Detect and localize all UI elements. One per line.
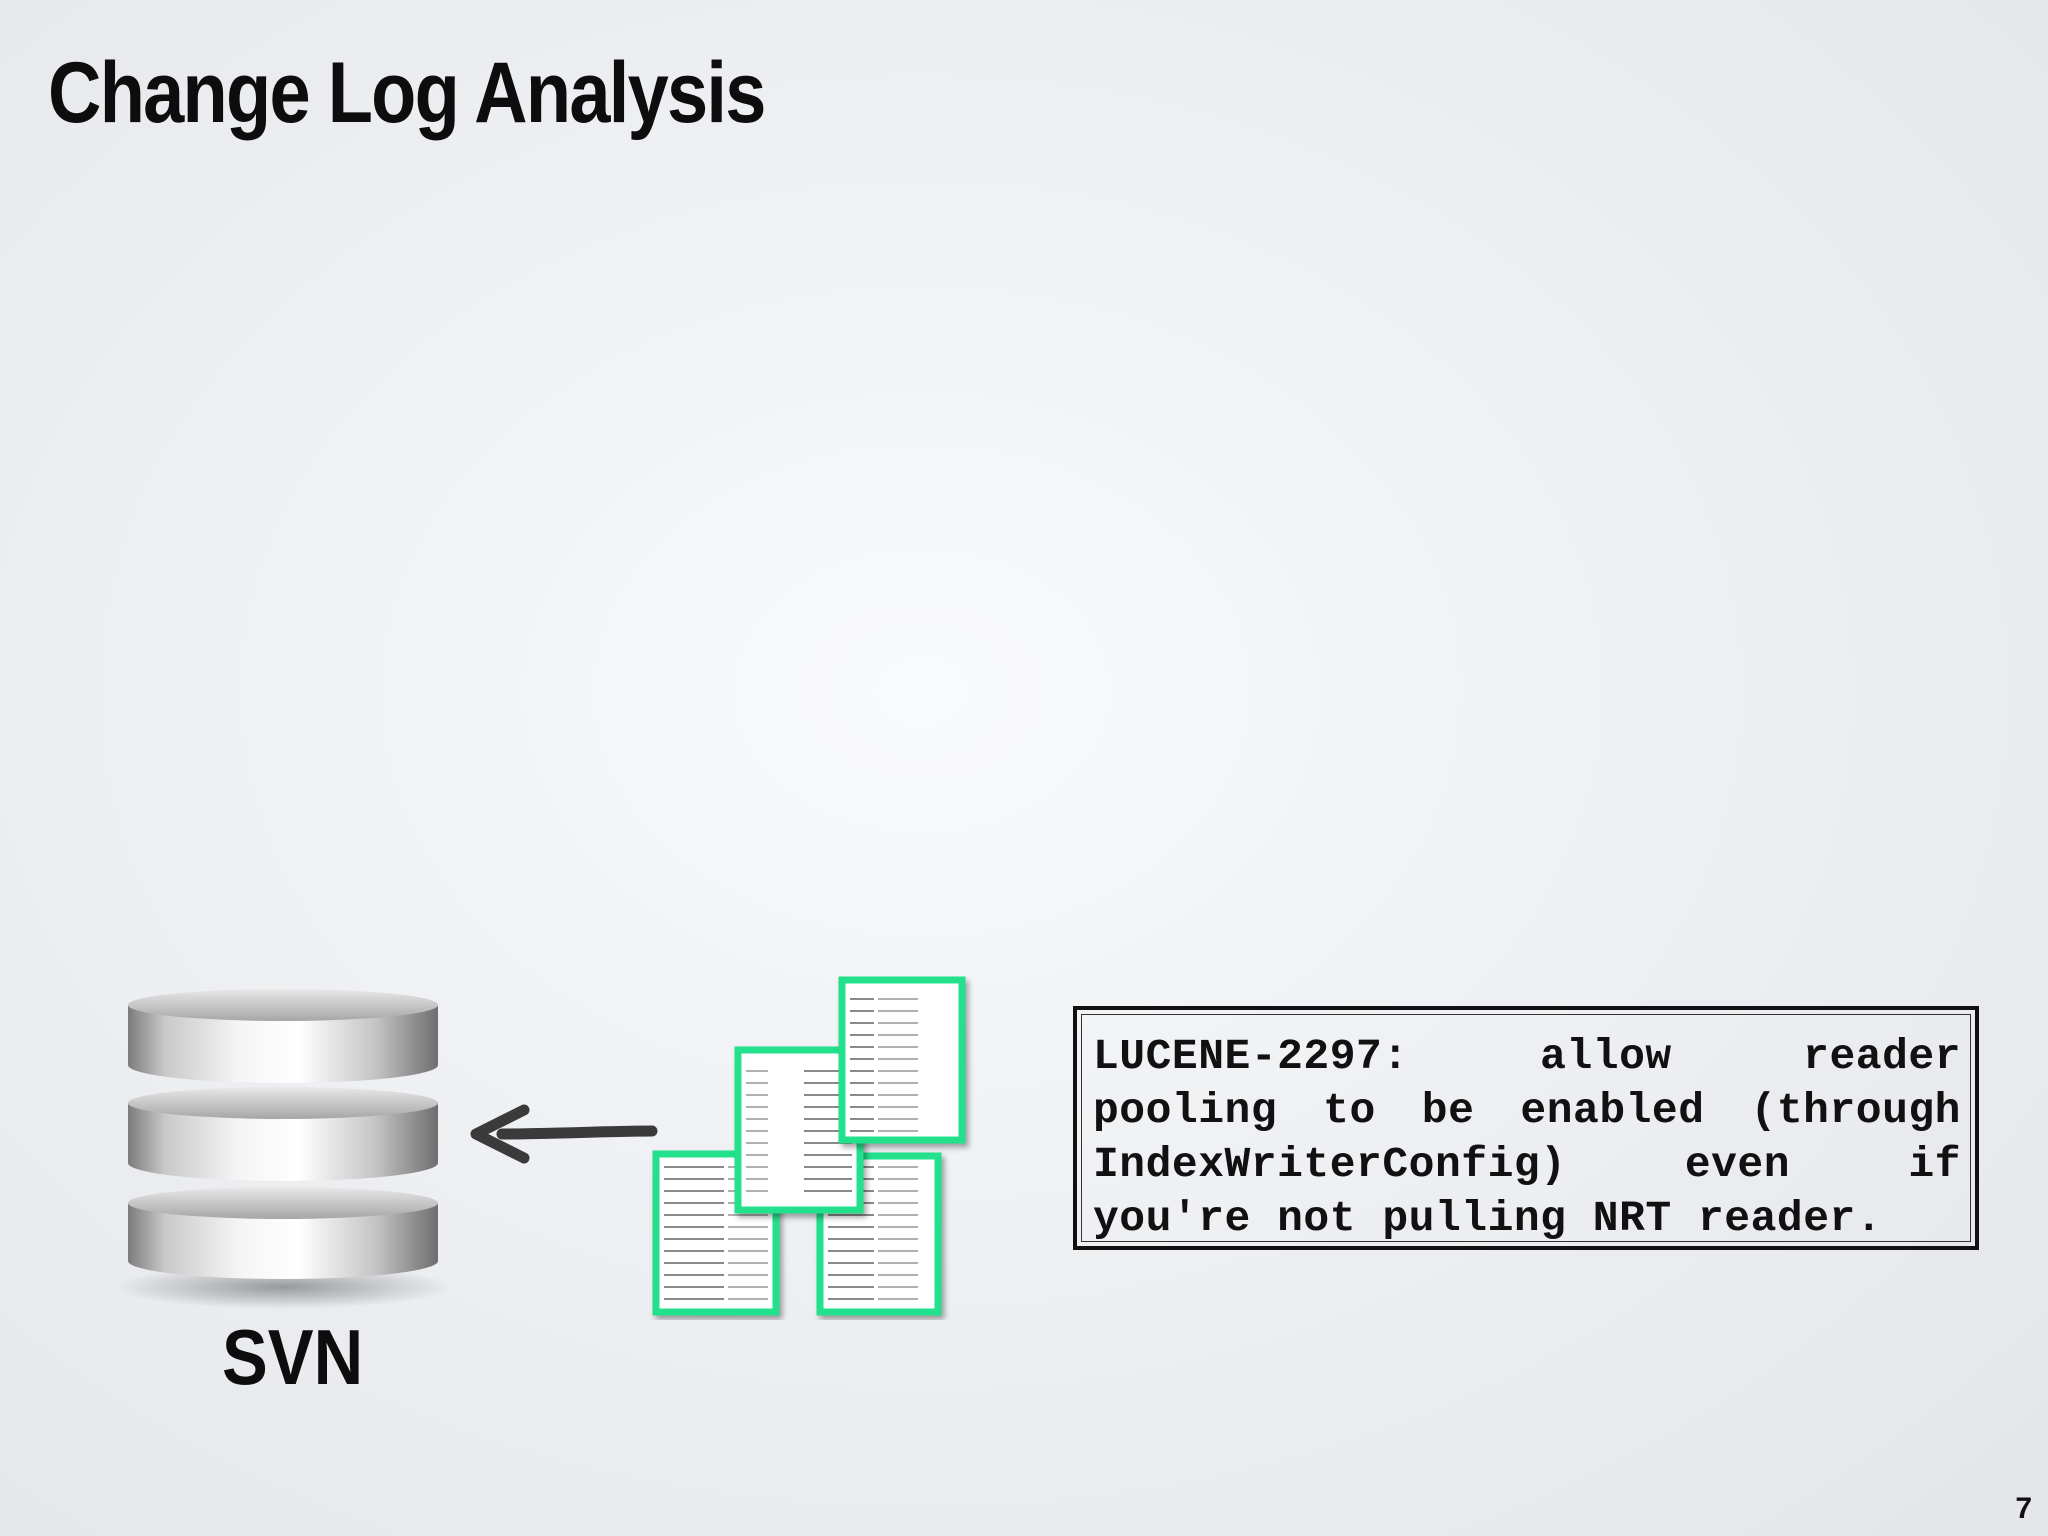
page-number: 7 <box>2015 1492 2032 1525</box>
commit-message-text: LUCENE-2297: allow reader pooling to be … <box>1093 1032 1961 1243</box>
arrow-left-icon <box>462 1098 662 1168</box>
database-icon <box>113 985 453 1315</box>
code-documents-icon <box>648 970 978 1320</box>
repository-label: SVN <box>222 1313 364 1401</box>
commit-message-box: LUCENE-2297: allow reader pooling to be … <box>1073 1006 1979 1250</box>
slide-title: Change Log Analysis <box>48 45 766 141</box>
